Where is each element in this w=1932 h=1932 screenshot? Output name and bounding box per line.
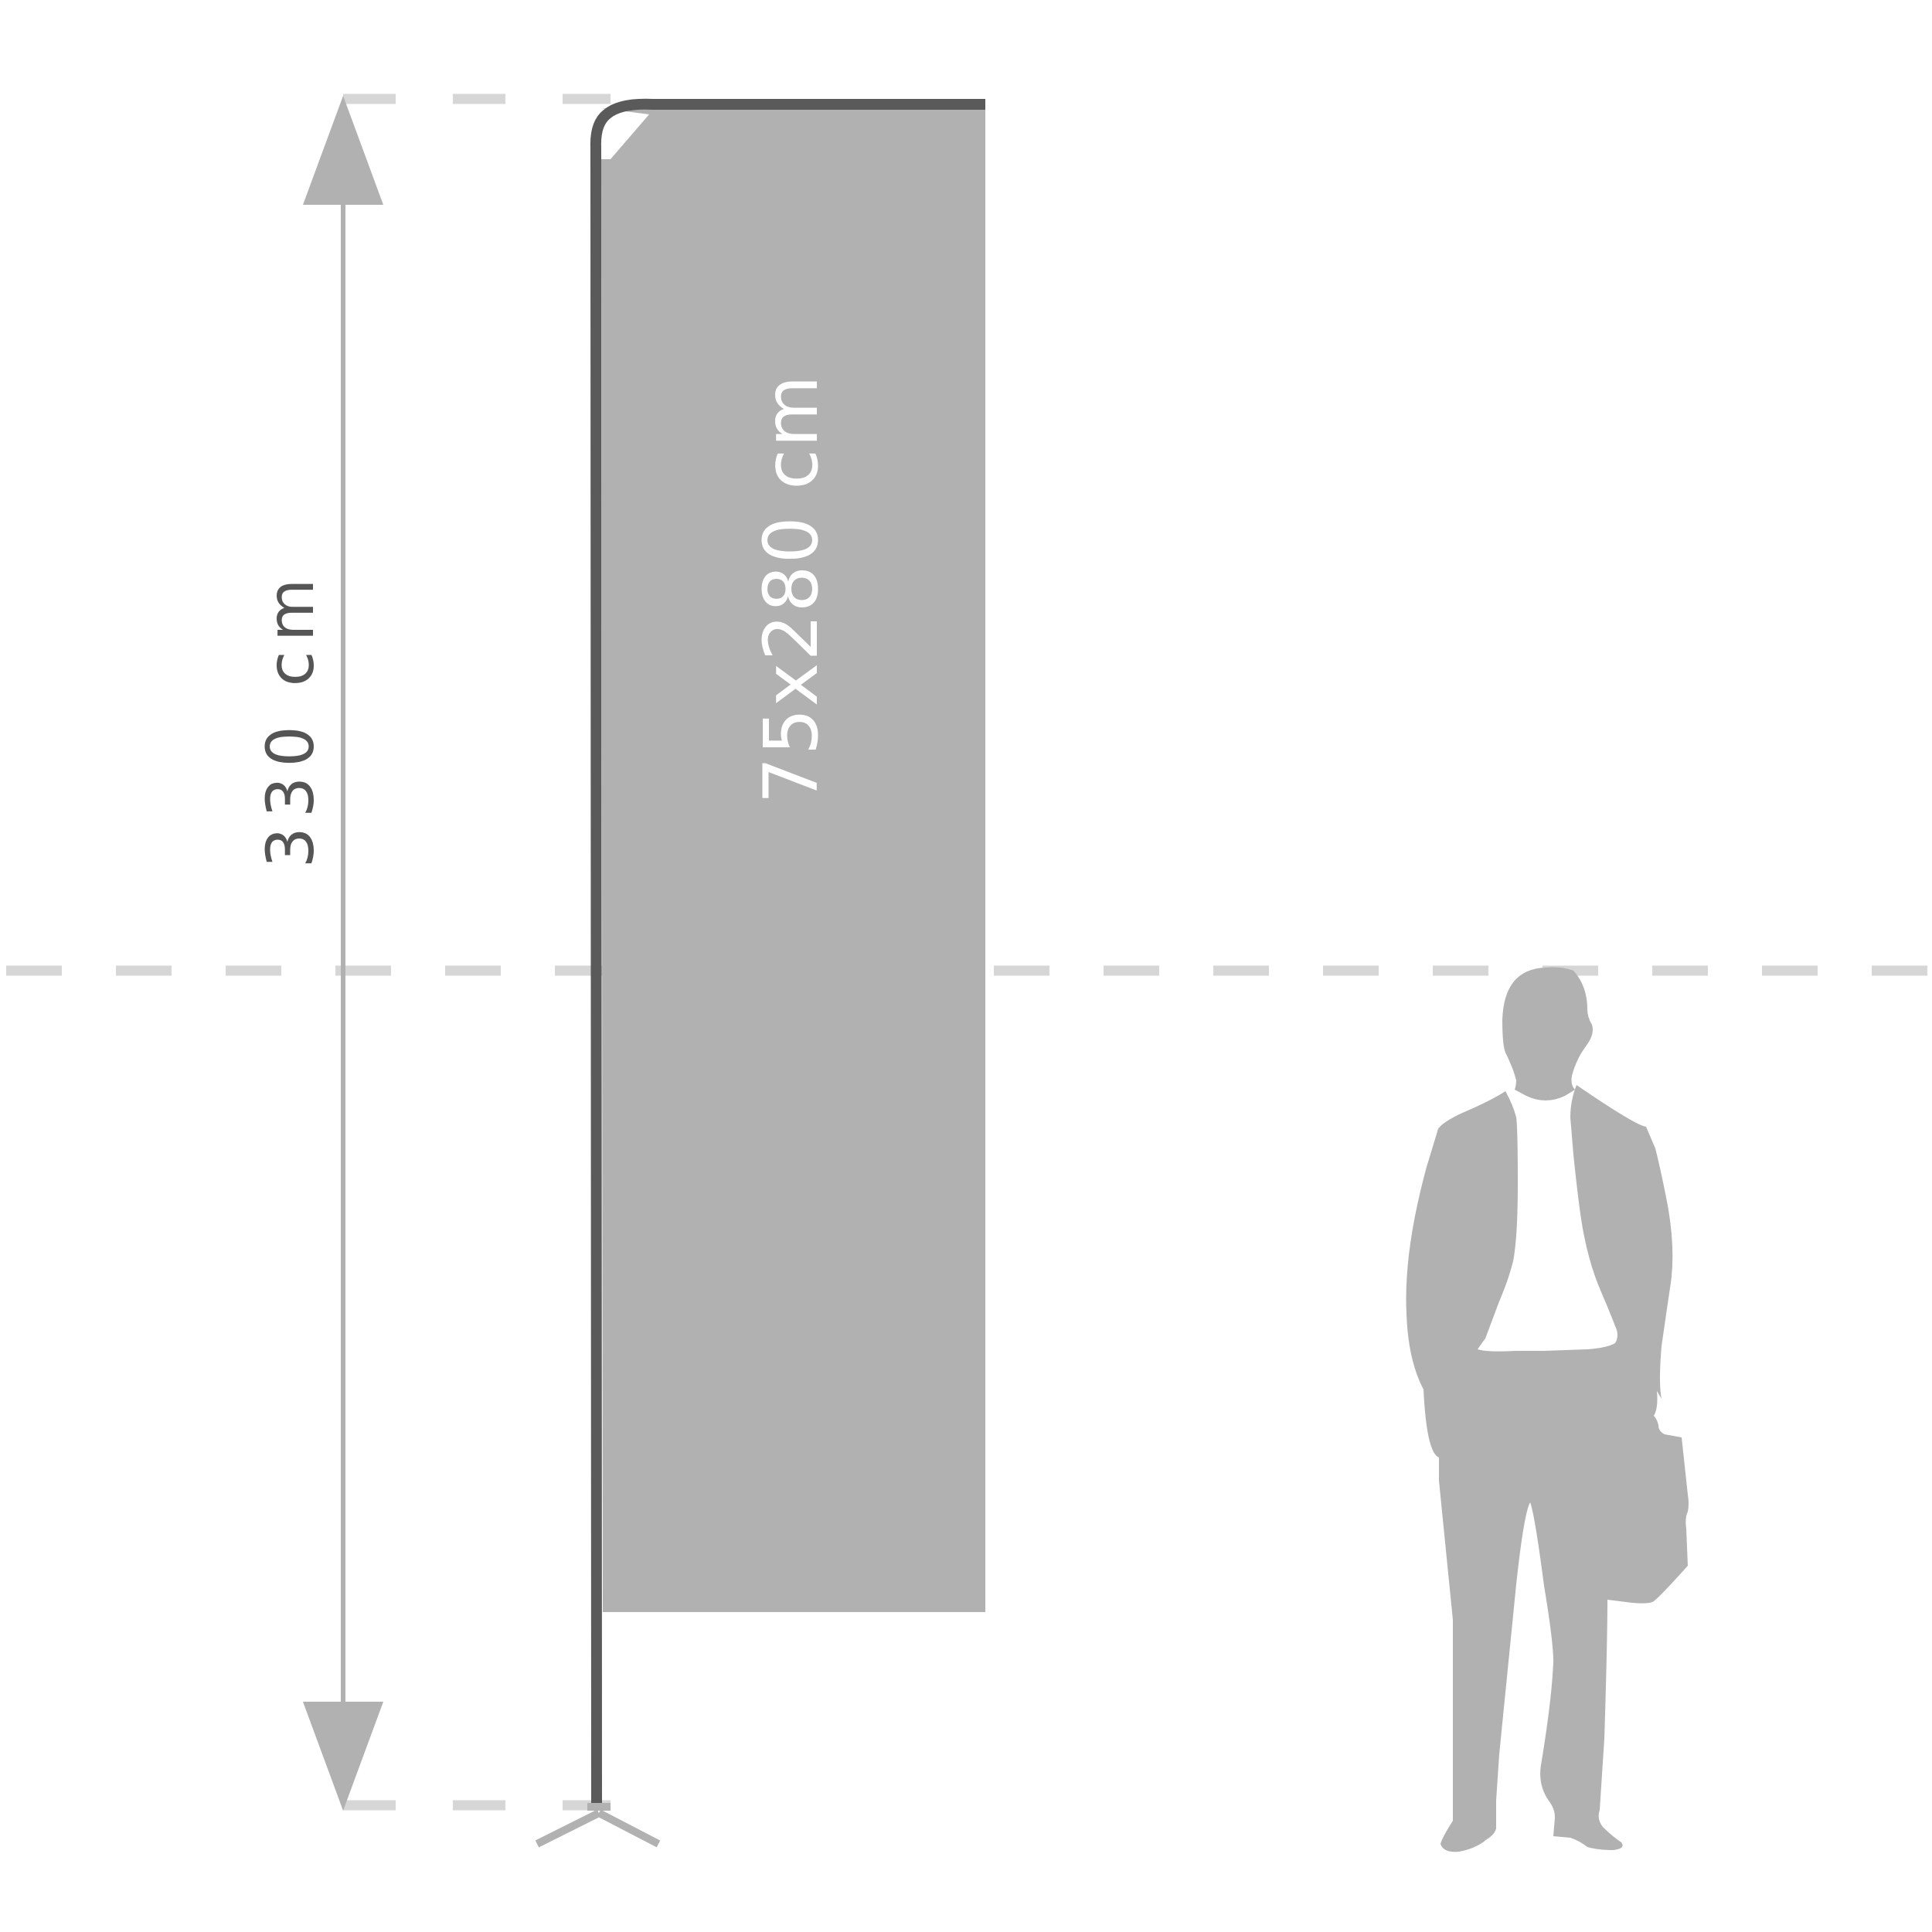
- flag-size-label: 75x280 cm: [748, 373, 835, 804]
- base-leg-left: [535, 1809, 601, 1848]
- guide-lines: [6, 94, 1932, 1811]
- height-dimension: 330 cm: [253, 96, 383, 1811]
- person-silhouette-icon: [1406, 967, 1689, 1852]
- flag-fabric: [601, 108, 985, 1612]
- height-label: 330 cm: [253, 569, 328, 868]
- arrow-up-icon: [303, 96, 383, 205]
- arrow-down-icon: [303, 1702, 383, 1811]
- person-torso: [1406, 1085, 1689, 1852]
- flag-banner: 75x280 cm: [601, 108, 985, 1612]
- pole-base: [535, 1803, 661, 1848]
- pole-shaft: [590, 98, 985, 1804]
- base-leg-right: [597, 1809, 661, 1848]
- flag-pole: [590, 98, 985, 1804]
- person-head: [1502, 967, 1593, 1100]
